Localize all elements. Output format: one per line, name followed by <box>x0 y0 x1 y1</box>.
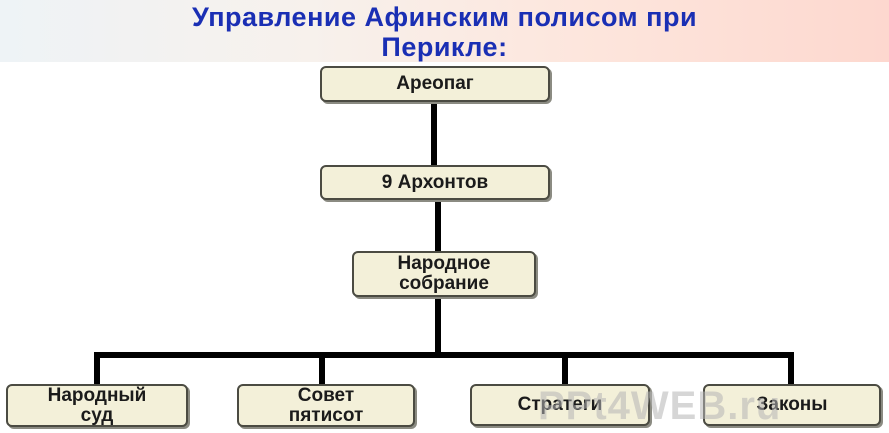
node-archons: 9 Архонтов <box>320 165 550 200</box>
node-strategoi: Стратеги <box>470 384 650 426</box>
node-court: Народный суд <box>6 384 188 427</box>
title-band <box>0 0 889 62</box>
watermark: PPt4WEB.ru <box>538 384 782 428</box>
page-title: Управление Афинским полисом при Перикле: <box>191 2 698 62</box>
node-laws: Законы <box>703 384 881 426</box>
node-council: Совет пятисот <box>237 384 415 427</box>
node-assembly: Народное собрание <box>352 251 536 297</box>
node-areopagus: Ареопаг <box>320 66 550 102</box>
